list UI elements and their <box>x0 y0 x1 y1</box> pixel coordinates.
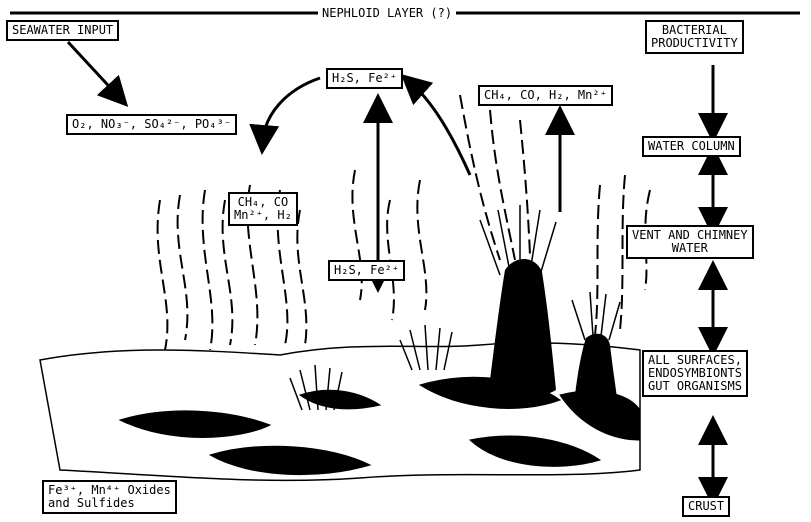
reduced-right-box: CH₄, CO, H₂, Mn²⁺ <box>478 85 613 106</box>
nutrients-box: O₂, NO₃⁻, SO₄²⁻, PO₄³⁻ <box>66 114 237 135</box>
bacterial-productivity-box: BACTERIAL PRODUCTIVITY <box>645 20 744 54</box>
vent-chimney-water-box: VENT AND CHIMNEY WATER <box>626 225 754 259</box>
flow-arrows <box>68 42 560 278</box>
crust-box: CRUST <box>682 496 730 517</box>
arrow-arc-left <box>263 78 320 140</box>
reduced-top-center-box: H₂S, Fe²⁺ <box>326 68 403 89</box>
surfaces-box: ALL SURFACES, ENDOSYMBIONTS GUT ORGANISM… <box>642 350 748 397</box>
nephloid-layer-title: NEPHLOID LAYER (?) <box>318 6 456 20</box>
seawater-input-box: SEAWATER INPUT <box>6 20 119 41</box>
water-column-box: WATER COLUMN <box>642 136 741 157</box>
oxides-note-box: Fe³⁺, Mn⁴⁺ Oxides and Sulfides <box>42 480 177 514</box>
chimney-large <box>490 259 556 396</box>
arrow-seawater-to-nutrients <box>68 42 118 96</box>
reduced-left-box: CH₄, CO Mn²⁺, H₂ <box>228 192 298 226</box>
reduced-mid-box: H₂S, Fe²⁺ <box>328 260 405 281</box>
